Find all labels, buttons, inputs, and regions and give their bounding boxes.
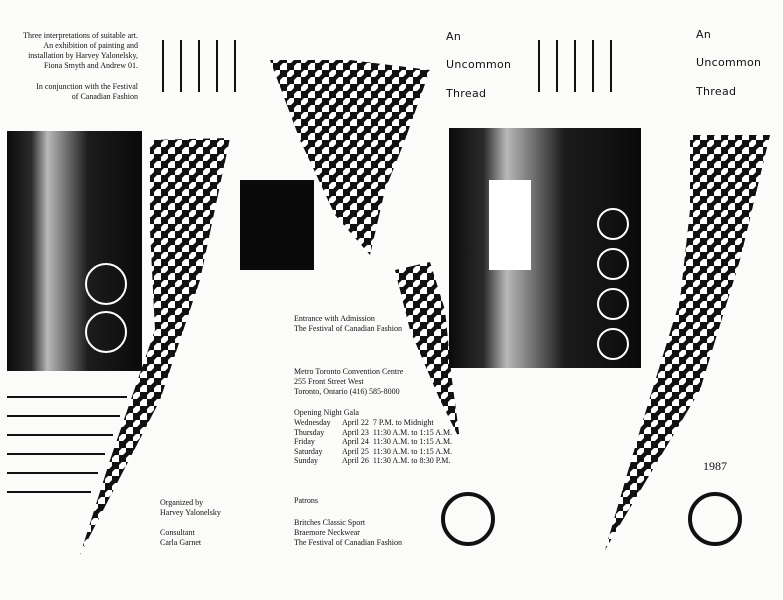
- circle-outline-black: [441, 492, 495, 546]
- venue-line: Toronto, Ontario (416) 585-8000: [294, 387, 400, 396]
- title-word: Uncommon: [696, 56, 762, 69]
- schedule-time: 11:30 A.M. to 1:15 A.M.: [372, 427, 453, 437]
- title-word: Uncommon: [446, 58, 512, 71]
- consultant-label: Consultant: [160, 528, 195, 537]
- admission-block: Entrance with Admission The Festival of …: [294, 314, 402, 334]
- title-word: An: [696, 28, 712, 41]
- white-window: [489, 180, 531, 270]
- intro-line: of Canadian Fashion: [71, 92, 138, 101]
- vertical-line: [162, 40, 164, 92]
- patrons-label: Patrons: [294, 496, 318, 505]
- organizer-block: Organized by Harvey Yalonelsky Consultan…: [160, 498, 221, 548]
- patron: Britches Classic Sport: [294, 518, 366, 527]
- schedule-time: 11:30 A.M. to 1:15 A.M.: [372, 446, 453, 456]
- schedule-date: April 24: [342, 437, 369, 446]
- patrons-block: Patrons Britches Classic Sport Braemore …: [294, 496, 402, 548]
- schedule-date: April 25: [342, 446, 369, 456]
- vertical-line: [216, 40, 218, 92]
- schedule-date: April 23: [342, 427, 369, 437]
- intro-line: Fiona Smyth and Andrew 01.: [44, 61, 138, 70]
- organizer-label: Organized by: [160, 498, 204, 507]
- intro-line: Three interpretations of suitable art.: [23, 31, 138, 40]
- circle-outline: [85, 263, 127, 305]
- venue-block: Metro Toronto Convention Centre 255 Fron…: [294, 367, 403, 397]
- circle-outline: [597, 248, 629, 280]
- circle-outline: [597, 328, 629, 360]
- circle-outline-black: [688, 492, 742, 546]
- vertical-line: [574, 40, 576, 92]
- title-word: Thread: [446, 87, 487, 100]
- title-word: An: [446, 30, 462, 43]
- consultant-name: Carla Garnet: [160, 538, 202, 547]
- organizer-name: Harvey Yalonelsky: [160, 508, 221, 517]
- schedule-day: Thursday: [294, 427, 325, 437]
- horizontal-line: [7, 415, 120, 417]
- venue-line: 255 Front Street West: [294, 377, 364, 386]
- horizontal-line: [7, 453, 105, 455]
- schedule-time: 7 P.M. to Midnight: [372, 418, 434, 427]
- admission-line: Entrance with Admission: [294, 314, 375, 323]
- horizontal-line: [7, 396, 127, 398]
- intro-line: In conjunction with the Festival: [36, 82, 138, 91]
- vertical-line: [180, 40, 182, 92]
- patron: The Festival of Canadian Fashion: [294, 538, 402, 547]
- vertical-line: [234, 40, 236, 92]
- horizontal-line: [7, 491, 91, 493]
- vertical-line: [610, 40, 612, 92]
- schedule-date: April 26: [342, 456, 369, 465]
- schedule-day: Saturday: [294, 446, 323, 456]
- gala-heading: Opening Night Gala: [294, 408, 359, 417]
- schedule-day: Sunday: [294, 456, 318, 465]
- title-word: Thread: [696, 85, 737, 98]
- houndstooth-shape: [270, 60, 430, 255]
- circle-outline: [85, 311, 127, 353]
- schedule-day: Wednesday: [294, 418, 331, 427]
- vertical-line: [592, 40, 594, 92]
- title-left: An Uncommon Thread: [446, 30, 511, 100]
- year: 1987: [703, 459, 727, 473]
- circle-outline: [597, 208, 629, 240]
- gradient-panel-left: [7, 131, 142, 371]
- intro-text: Three interpretations of suitable art. A…: [14, 31, 138, 102]
- houndstooth-shape: [80, 138, 230, 555]
- horizontal-line: [7, 472, 98, 474]
- venue-line: Metro Toronto Convention Centre: [294, 367, 404, 376]
- intro-line: An exhibition of painting and: [43, 41, 138, 50]
- schedule-time: 11:30 A.M. to 8:30 P.M.: [372, 456, 451, 465]
- circle-outline: [597, 288, 629, 320]
- schedule-date: April 22: [342, 418, 369, 427]
- title-right: An Uncommon Thread: [696, 28, 761, 98]
- vertical-line: [198, 40, 200, 92]
- vertical-line: [538, 40, 540, 92]
- horizontal-line: [7, 434, 113, 436]
- intro-line: installation by Harvey Yalonelsky,: [28, 51, 138, 60]
- houndstooth-shape: [605, 135, 770, 550]
- black-square: [240, 180, 314, 270]
- patron: Braemore Neckwear: [294, 528, 360, 537]
- vertical-line: [556, 40, 558, 92]
- schedule-day: Friday: [294, 437, 315, 446]
- schedule-time: 11:30 A.M. to 1:15 A.M.: [372, 437, 453, 446]
- houndstooth-shape: [395, 262, 460, 440]
- admission-line: The Festival of Canadian Fashion: [294, 324, 402, 333]
- gradient-panel-right: [449, 128, 641, 368]
